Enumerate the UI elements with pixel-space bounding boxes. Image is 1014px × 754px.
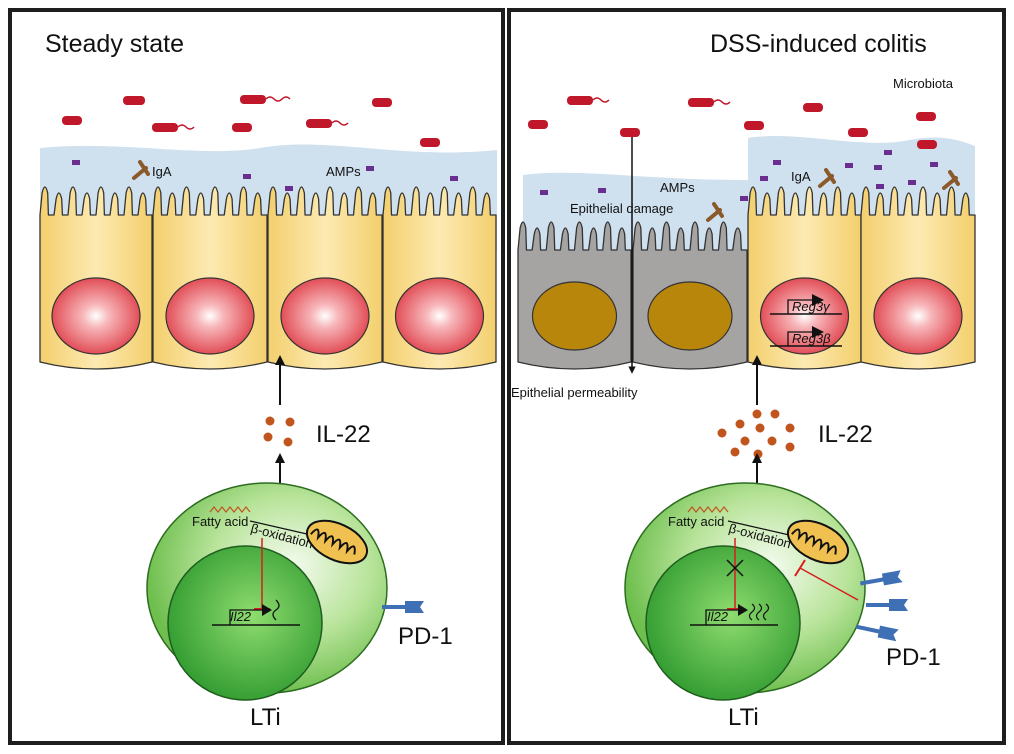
damaged-epithelial-cell: [517, 221, 632, 370]
right-fatty-acid-chain: [687, 506, 729, 513]
right-iga-icon: [818, 168, 836, 188]
flagellated-bacterium: [240, 95, 291, 104]
left-amp-particles: [72, 160, 458, 191]
left-panel-frame: [8, 8, 505, 745]
right-bacteria-group: [528, 96, 937, 149]
cell-nucleus: [51, 277, 141, 355]
right-gene-label: Il22: [707, 609, 729, 624]
right-lti-label: LTi: [728, 704, 759, 731]
left-promoter-arrowhead: [262, 604, 272, 616]
reg3-gene-label: Reg3β: [792, 331, 831, 346]
bacterium: [528, 120, 548, 129]
bacterium: [916, 112, 936, 121]
right-il22-label: IL-22: [818, 421, 873, 448]
bacterium: [372, 98, 392, 107]
right-pd1-inhibition-bar: [794, 559, 806, 577]
right-pd1-label: PD-1: [886, 644, 941, 671]
bacterium: [917, 140, 937, 149]
left-lti-label: LTi: [250, 704, 281, 731]
left-il22-label: IL-22: [316, 421, 371, 448]
right-pd1-receptor: [866, 599, 908, 611]
left-bacteria-group: [62, 95, 440, 147]
right-panel: DSS-induced colitis Microbiota Reg3γReg3…: [511, 30, 976, 731]
left-fatty-acid-chain: [209, 506, 251, 513]
right-iga-icon: [706, 202, 724, 222]
epithelial-cell: [39, 186, 153, 370]
right-pd1-receptor: [859, 570, 903, 586]
right-iga-label: IgA: [791, 169, 811, 184]
flagellated-bacterium: [688, 98, 731, 107]
reg3-gene-label: Reg3γ: [792, 299, 831, 314]
flagellated-bacterium: [306, 119, 349, 128]
right-amp-particles: [540, 150, 938, 201]
right-panel-frame: [507, 8, 1006, 745]
left-mitochondrion: [306, 519, 368, 565]
right-il22-particles: [717, 409, 795, 459]
left-pd1-receptor: [382, 601, 424, 613]
cell-nucleus: [165, 277, 255, 355]
left-lti-nucleus: [167, 545, 323, 701]
left-iga-icon: [132, 160, 150, 180]
cell-nucleus: [531, 281, 618, 351]
left-iga-label: IgA: [152, 164, 172, 179]
cell-nucleus: [394, 277, 485, 355]
right-pd1-receptor: [855, 624, 899, 642]
epithelial-cell: [267, 186, 383, 370]
bacterium: [620, 128, 640, 137]
right-panel-title: DSS-induced colitis: [710, 30, 927, 58]
right-mrna-transcripts: [748, 603, 770, 621]
cell-nucleus: [873, 277, 963, 355]
flagellated-bacterium: [567, 96, 610, 105]
bacterium: [848, 128, 868, 137]
right-damage-label: Epithelial damage: [570, 201, 673, 216]
bacterium: [123, 96, 145, 105]
right-iga-icon: [942, 170, 960, 190]
left-mrna-transcript: [272, 599, 280, 621]
bacterium: [803, 103, 823, 112]
epithelial-cell: [382, 186, 497, 370]
left-panel: Steady state: [39, 30, 497, 731]
bacterium: [420, 138, 440, 147]
right-microbiota-label: Microbiota: [893, 76, 954, 91]
right-oxidation-line: [727, 520, 799, 538]
left-pd1-label: PD-1: [398, 623, 453, 650]
right-mitochondrion: [787, 519, 849, 565]
right-promoter-arrow: [705, 609, 738, 625]
bacterium: [744, 121, 764, 130]
right-block-cross-icon: [726, 559, 744, 577]
right-pd1-inhibition-line: [799, 567, 859, 601]
cell-nucleus: [759, 277, 850, 355]
left-panel-title: Steady state: [45, 30, 184, 58]
left-epithelium: [39, 186, 497, 370]
epithelial-cell: [152, 186, 268, 370]
cell-nucleus: [280, 277, 370, 355]
right-fatty-acid-label: Fatty acid: [668, 514, 724, 529]
bacterium: [62, 116, 82, 125]
cell-nucleus: [647, 281, 733, 351]
flagellated-bacterium: [152, 123, 195, 132]
damaged-epithelial-cell: [632, 221, 748, 370]
left-amps-label: AMPs: [326, 164, 361, 179]
left-gene-label: Il22: [230, 609, 252, 624]
left-promoter-arrow: [229, 609, 262, 625]
right-promoter-arrowhead: [738, 604, 748, 616]
left-il22-particles: [263, 416, 295, 447]
right-lti-nucleus: [645, 545, 801, 701]
right-amps-label: AMPs: [660, 180, 695, 195]
left-fatty-acid-label: Fatty acid: [192, 514, 248, 529]
right-permeability-label: Epithelial permeability: [511, 385, 638, 400]
bacterium: [232, 123, 252, 132]
epithelial-cell: [747, 186, 862, 370]
epithelial-cell: [860, 186, 976, 370]
